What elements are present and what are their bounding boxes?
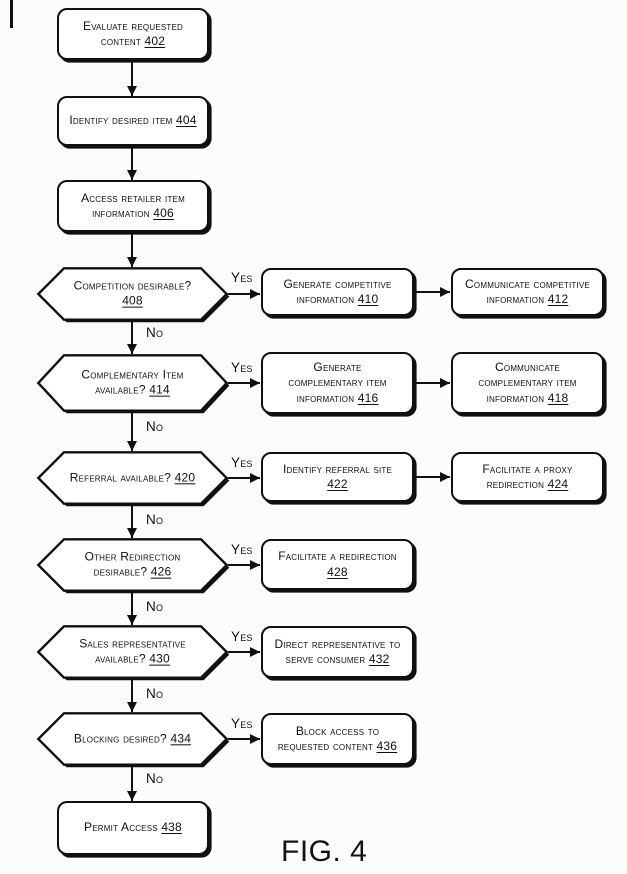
node-ref: 424	[547, 477, 569, 491]
node-ref: 402	[144, 34, 166, 48]
arrow-414-416-yes	[228, 382, 260, 385]
node-label: Evaluate requested content	[83, 18, 183, 48]
node-label: Identify desired item	[69, 113, 176, 128]
arrow-434-436-yes	[228, 738, 260, 741]
arrow-420-422-yes	[228, 477, 260, 480]
node-label: Generate complementary item information	[288, 359, 387, 405]
arrow-414-420-no	[131, 412, 134, 451]
arrow-426-430-no	[131, 592, 134, 625]
arrow-406-408	[131, 232, 134, 267]
node-ref: 422	[327, 477, 348, 491]
hexagon-shape	[36, 712, 230, 768]
node-label: Access retailer item information	[81, 190, 185, 220]
node-ref: 428	[327, 564, 348, 579]
node-label: Communicate competitive information	[465, 276, 590, 306]
node-ref: 434	[170, 731, 192, 746]
decision-competition-desirable: Competition desirable? 408	[36, 267, 230, 323]
node-label: Communicate complementary item informati…	[478, 359, 577, 405]
arrow-426-428-yes	[228, 564, 260, 567]
node-ref: 420	[174, 470, 196, 485]
node-block-access-to-requested-content: Block access to requested content 436	[261, 713, 414, 765]
node-ref: 410	[357, 292, 379, 306]
arrow-404-406	[131, 146, 134, 180]
node-generate-competitive-information: Generate competitive information 410	[261, 268, 414, 316]
node-label: Facilitate a proxy redirection	[482, 461, 573, 491]
node-ref: 430	[149, 652, 170, 666]
node-label: Complementary Item available?	[81, 367, 184, 397]
node-facilitate-a-redirection: Facilitate a redirection 428	[261, 539, 414, 590]
arrow-408-414-no	[131, 321, 134, 354]
node-label: Direct representative to serve consumer	[274, 636, 401, 666]
node-ref: 418	[547, 390, 569, 405]
node-ref: 438	[161, 820, 182, 835]
label-yes-414: Yes	[231, 360, 253, 375]
node-ref: 426	[150, 565, 172, 579]
node-ref: 416	[357, 390, 379, 405]
hexagon-shape	[36, 625, 230, 681]
node-label: Other Redirection desirable?	[84, 549, 181, 579]
node-label: Sales representative available?	[79, 636, 186, 666]
arrow-410-412	[414, 291, 450, 294]
label-yes-434: Yes	[231, 716, 253, 731]
node-identify-desired-item: Identify desired item 404	[57, 96, 209, 146]
node-label: Facilitate a redirection	[278, 549, 397, 564]
label-no-414: No	[146, 419, 164, 434]
figure-caption: FIG. 4	[281, 835, 368, 868]
node-generate-complementary-item-information: Generate complementary item information …	[261, 352, 414, 414]
label-no-408: No	[146, 325, 164, 340]
node-label: Block access to requested content	[277, 723, 380, 753]
label-yes-426: Yes	[231, 542, 253, 557]
arrow-402-404	[131, 60, 134, 96]
label-yes-420: Yes	[231, 455, 253, 470]
decision-referral-available: Referral available? 420	[36, 451, 230, 507]
node-communicate-complementary-item-information: Communicate complementary item informati…	[451, 352, 604, 414]
arrow-408-410-yes	[228, 293, 260, 296]
decision-other-redirection-desirable: Other Redirection desirable? 426	[36, 538, 230, 594]
node-evaluate-requested-content: Evaluate requested content 402	[57, 8, 209, 60]
node-label: Permit Access	[84, 820, 162, 835]
node-label: Competition desirable?	[73, 278, 192, 293]
node-communicate-competitive-information: Communicate competitive information 412	[451, 268, 604, 316]
node-ref: 436	[376, 739, 398, 753]
node-identify-referral-site: Identify referral site 422	[261, 452, 414, 502]
node-ref: 414	[149, 383, 170, 397]
hexagon-shape	[36, 538, 230, 594]
arrow-434-438-no	[131, 766, 134, 801]
label-yes-408: Yes	[231, 270, 253, 285]
node-access-retailer-item-information: Access retailer item information 406	[57, 180, 209, 232]
node-permit-access: Permit Access 438	[57, 801, 209, 855]
node-ref: 404	[176, 113, 197, 128]
label-no-426: No	[146, 599, 164, 614]
node-label: Referral available?	[69, 470, 175, 485]
hexagon-shape	[36, 354, 230, 414]
decision-sales-representative-available: Sales representative available? 430	[36, 625, 230, 681]
decision-complementary-item-available: Complementary Item available? 414	[36, 354, 230, 414]
node-label: Generate competitive information	[283, 276, 392, 306]
label-no-430: No	[146, 686, 164, 701]
arrow-416-418	[414, 382, 450, 385]
arrow-422-424	[414, 476, 450, 479]
label-no-420: No	[146, 512, 164, 527]
decision-blocking-desired: Blocking desired? 434	[36, 712, 230, 768]
node-label: Identify referral site	[282, 461, 393, 476]
hexagon-shape	[36, 267, 230, 323]
node-direct-representative-to-serve-consumer: Direct representative to serve consumer …	[261, 626, 414, 678]
page-edge-artifact	[10, 0, 13, 28]
arrow-430-432-yes	[228, 651, 260, 654]
node-ref: 408	[122, 294, 143, 308]
arrow-430-434-no	[131, 679, 134, 712]
label-no-434: No	[146, 771, 164, 786]
arrow-420-426-no	[131, 505, 134, 538]
label-yes-430: Yes	[231, 629, 253, 644]
hexagon-shape	[36, 451, 230, 507]
node-ref: 412	[547, 292, 569, 306]
node-label: Blocking desired?	[73, 731, 171, 746]
node-facilitate-a-proxy-redirection: Facilitate a proxy redirection 424	[451, 452, 604, 502]
node-ref: 432	[368, 652, 390, 666]
node-ref: 406	[153, 206, 174, 220]
